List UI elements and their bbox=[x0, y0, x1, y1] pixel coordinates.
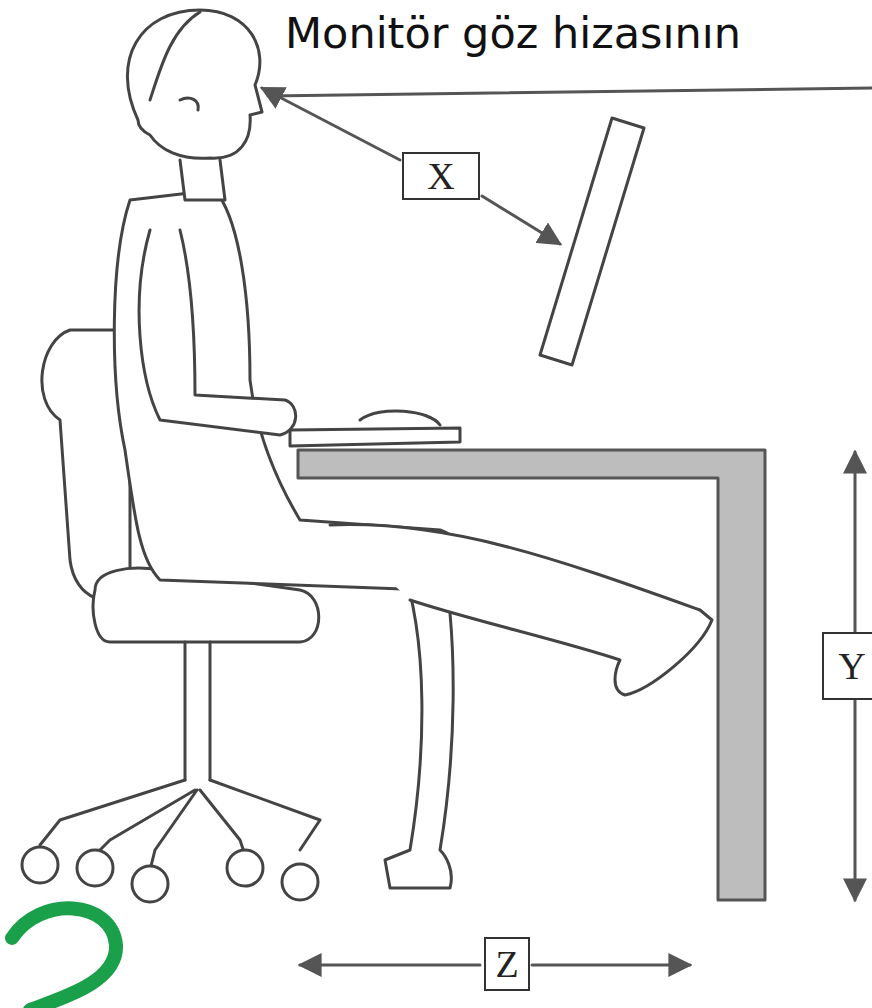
note-label: Monitör göz hizasının bbox=[285, 8, 741, 58]
dimension-letter: Z bbox=[495, 942, 518, 986]
height-arrow bbox=[854, 452, 857, 632]
dimension-box: Z bbox=[484, 937, 530, 991]
dimension-letter: X bbox=[427, 154, 454, 198]
green-mark bbox=[12, 908, 116, 1008]
dimension-box: Y bbox=[822, 632, 872, 700]
distance-arrow bbox=[482, 196, 560, 244]
dimension-letter: Y bbox=[838, 644, 865, 688]
width-arrow bbox=[300, 964, 480, 967]
chair-caster bbox=[77, 850, 113, 886]
head bbox=[127, 10, 262, 158]
extended-leg bbox=[330, 525, 712, 695]
chair-post bbox=[185, 642, 210, 780]
mouse-hand bbox=[360, 411, 440, 425]
eye-level-line bbox=[268, 88, 872, 96]
monitor bbox=[540, 118, 644, 365]
chair-caster bbox=[282, 864, 318, 900]
chair-caster bbox=[22, 847, 58, 883]
desk bbox=[298, 450, 765, 900]
chair-caster bbox=[132, 866, 168, 902]
neck bbox=[180, 160, 225, 200]
chair-caster bbox=[227, 850, 263, 886]
width-arrow bbox=[532, 964, 690, 967]
dimension-box: X bbox=[402, 152, 480, 200]
keyboard bbox=[290, 428, 460, 446]
distance-arrow bbox=[262, 88, 400, 160]
height-arrow bbox=[854, 700, 857, 900]
arm bbox=[139, 230, 296, 435]
hair bbox=[150, 12, 200, 110]
